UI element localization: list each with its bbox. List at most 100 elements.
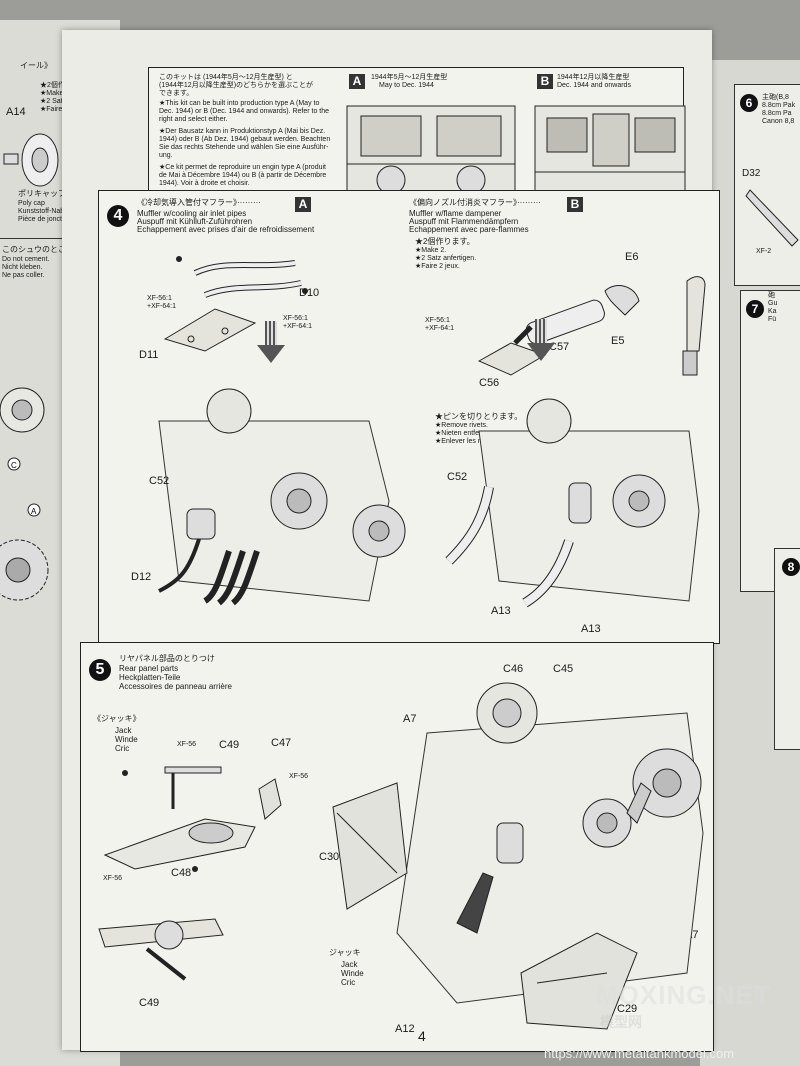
step4-b-de: Auspuff mit Flammendämpfern [409, 217, 519, 226]
type-a-badge: A [349, 74, 365, 89]
jack-ja: 《ジャッキ》 [93, 714, 141, 723]
svg-text:A: A [31, 507, 37, 516]
type-b-badge: B [537, 74, 553, 89]
step5-ja: リヤパネル部品のとりつけ [119, 654, 215, 663]
rear-panel-assembly-drawing [332, 682, 704, 1030]
type-b-en: Dec. 1944 and onwards [557, 82, 631, 89]
jack2-fr: Cric [341, 978, 356, 987]
part-a12: A12 [395, 1023, 415, 1035]
type-a-ja: 1944年5月～12月生産型 [371, 74, 448, 81]
step7-number: 7 [746, 300, 764, 318]
step5-en: Rear panel parts [119, 664, 179, 673]
step6-ja: 主砲(B,8 [762, 94, 789, 101]
part-a13-a: A13 [491, 605, 511, 617]
part-d11: D11 [139, 349, 159, 361]
part-c46: C46 [503, 663, 524, 675]
type-b-ja: 1944年12月以降生産型 [557, 74, 630, 81]
step7-l3: Fü [768, 316, 777, 323]
step4-rivets-ja: ★ピンを切りとります。 [435, 412, 523, 421]
jack-assembled-drawing [98, 918, 224, 981]
step4-paint-3: XF-56:1 +XF-64:1 [425, 317, 454, 332]
step4-b-badge: B [567, 197, 583, 212]
cement-ja: このシュウのところは [2, 245, 82, 254]
instruction-page: このキットは (1944年5月～12月生産型) と (1944年12月以降生産型… [62, 30, 720, 1052]
cement-fr: Ne pas coller. [2, 272, 45, 279]
step5-paint-b: XF-56 [289, 773, 309, 780]
type-a-en: May to Dec. 1944 [379, 82, 434, 89]
step6-l3: Canon 8,8 [762, 118, 795, 125]
gun-barrel-drawing [745, 189, 799, 247]
part-c49-a: C49 [219, 739, 240, 751]
step4-a-ja: 《冷却気導入管付マフラー》········· [137, 198, 261, 207]
page-number: 4 [418, 1028, 426, 1044]
step4-a-badge: A [295, 197, 311, 212]
svg-text:C: C [11, 461, 17, 470]
part-c30: C30 [319, 851, 340, 863]
step4-make2-de: ★2 Satz anfertigen. [415, 255, 477, 262]
step6-l1: 8.8cm Pak [762, 102, 796, 109]
jack-de: Winde [115, 735, 138, 744]
part-a14: A14 [6, 106, 26, 118]
step5-panel: 5 リヤパネル部品のとりつけ Rear panel parts Heckplat… [80, 642, 714, 1052]
part-c49-b: C49 [139, 997, 160, 1009]
step4-b-ja: 《偏向ノズル付消炎マフラー》········· [409, 198, 541, 207]
jack2-en: Jack [341, 960, 358, 969]
part-e6: E6 [625, 251, 639, 263]
step5-paint-c: XF-56 [103, 875, 123, 882]
step4-make2-en: ★Make 2. [415, 247, 447, 254]
down-arrow-a-stem [265, 321, 277, 347]
step6-l2: 8.8cm Pa [762, 110, 792, 117]
polycap-de: Kunststoff-Nabe [18, 208, 69, 215]
intro-fr: ★Ce kit permet de reproduire un engin ty… [159, 164, 327, 187]
step7-l1: Gu [768, 300, 778, 307]
watermark-url: https://www.metaltankmodel.com [544, 1046, 735, 1061]
part-a13-b: A13 [581, 623, 601, 635]
muffler-b-parts-drawing [477, 285, 640, 376]
jack-en: Jack [115, 726, 132, 735]
part-c48: C48 [171, 867, 192, 879]
part-d12: D12 [131, 571, 152, 583]
part-c47: C47 [271, 737, 292, 749]
step5-de: Heckplatten-Teile [119, 673, 181, 682]
hull-rear-a-drawing [158, 388, 406, 606]
step5-fr: Accessoires de panneau arrière [119, 682, 232, 691]
step4-b-en: Muffler w/flame dampener [409, 209, 502, 218]
watermark-logo: MOXING.NET [596, 980, 771, 1010]
step4-panel: 4 《冷却気導入管付マフラー》········· A Muffler w/coo… [98, 190, 720, 644]
part-c52-b: C52 [447, 471, 468, 483]
part-a7-a: A7 [403, 713, 417, 725]
step5-number: 5 [89, 659, 111, 681]
type-a-engine-deck-drawing [346, 105, 516, 207]
cement-de: Nicht kleben. [2, 264, 43, 271]
polycap-fr: Pièce de jonction [18, 216, 72, 223]
down-arrow-b-stem [535, 319, 547, 345]
jack2-ja: ジャッキ [329, 948, 361, 957]
step4-number: 4 [107, 205, 129, 227]
part-c45: C45 [553, 663, 574, 675]
jack2-de: Winde [341, 969, 364, 978]
cement-en: Do not cement. [2, 256, 50, 263]
step4-a-fr: Echappement avec prises d'air de refroid… [137, 225, 315, 234]
step4-a-de: Auspuff mit Kühlluft-Zuführohren [137, 217, 253, 226]
jack-fr: Cric [115, 744, 130, 753]
hull-rear-b-drawing [445, 398, 700, 608]
intro-en: ★This kit can be built into production t… [159, 100, 330, 123]
watermark-sub: 模型网 [600, 1014, 642, 1030]
step4-b-fr: Echappement avec pare-flammes [409, 225, 529, 234]
step4-paint-1: XF-56:1 +XF-64:1 [147, 295, 176, 310]
part-c52-a: C52 [149, 475, 170, 487]
polycap-en: Poly cap [18, 200, 45, 207]
step4-make2-fr: ★Faire 2 jeux. [415, 263, 460, 270]
step7-ja: 砲 [768, 292, 775, 299]
part-c29: C29 [617, 1003, 638, 1015]
down-arrow-a [257, 345, 285, 363]
jack-parts-drawing [103, 766, 282, 872]
road-wheel-drawings: C A [0, 387, 49, 601]
part-d32: D32 [742, 168, 761, 179]
down-arrow-b [527, 343, 555, 361]
paint-xf2: XF-2 [756, 248, 772, 255]
part-d10: D10 [299, 287, 320, 299]
intro-de: ★Der Bausatz kann in Produktionstyp A (M… [159, 128, 331, 159]
step4-a-en: Muffler w/cooling air inlet pipes [137, 209, 247, 218]
part-c56: C56 [479, 377, 500, 389]
